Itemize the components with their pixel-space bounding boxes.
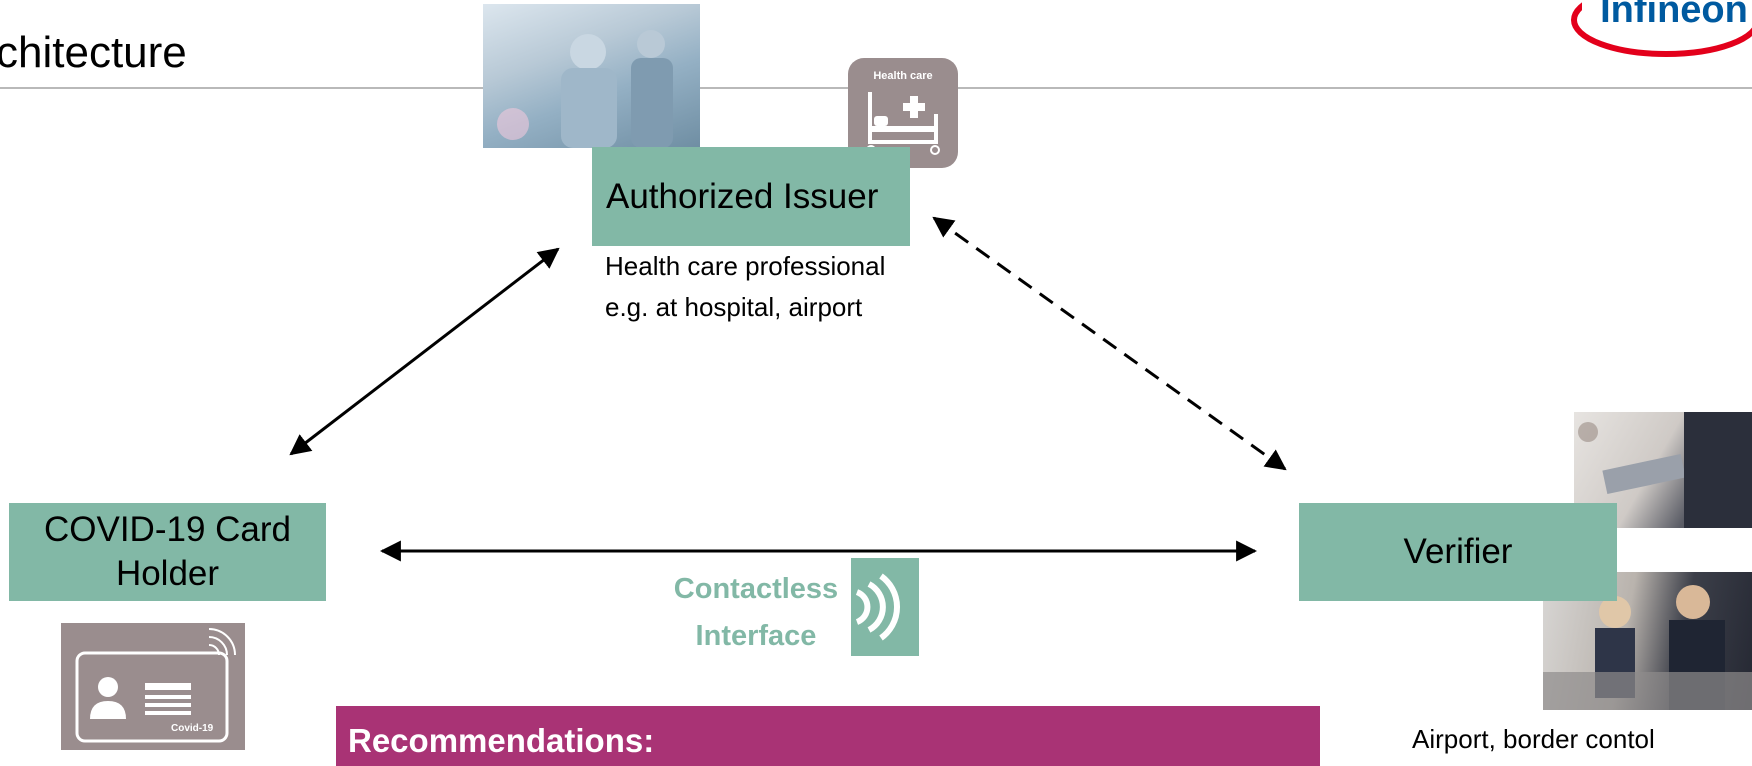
issuer-desc-line1: Health care professional [605, 251, 886, 281]
contactless-line2: Interface [695, 620, 817, 652]
verifier-label: Verifier [1403, 532, 1513, 571]
infineon-logo: Infineon [1571, 0, 1752, 57]
recommendations-label: Recommendations: [348, 722, 655, 759]
authorized-issuer-label: Authorized Issuer [606, 176, 879, 216]
surgeons-photo [483, 4, 700, 148]
contactless-line1: Contactless [673, 573, 839, 605]
id-card-icon: Covid-19 [75, 628, 236, 743]
issuer-description: Health care professional e.g. at hospita… [605, 246, 885, 328]
recommendations-bar: Recommendations: [336, 706, 1320, 766]
verifier-box: Verifier [1299, 503, 1617, 601]
passport-scanner-photo [1574, 412, 1752, 528]
issuer-desc-line2: e.g. at hospital, airport [605, 292, 863, 322]
contactless-interface-label: Contactless Interface [640, 566, 872, 660]
contactless-waves-icon [851, 558, 919, 656]
authorized-issuer-box: Authorized Issuer [592, 147, 910, 246]
slide-title: chitecture [0, 28, 187, 77]
card-holder-label-line2: Holder [115, 554, 220, 593]
health-care-label: Health care [873, 70, 933, 82]
logo-text: Infineon [1600, 0, 1748, 31]
card-holder-box: COVID-19 Card Holder [9, 503, 326, 601]
covid-card-icon-tile: Covid-19 [61, 623, 245, 750]
covid-card-label: Covid-19 [171, 723, 214, 734]
holder-issuer-arrow [289, 247, 560, 456]
issuer-verifier-dashed-arrow [932, 216, 1287, 471]
card-holder-label-line1: COVID-19 Card [43, 510, 292, 550]
verifier-caption: Airport, border contol [1412, 724, 1655, 754]
